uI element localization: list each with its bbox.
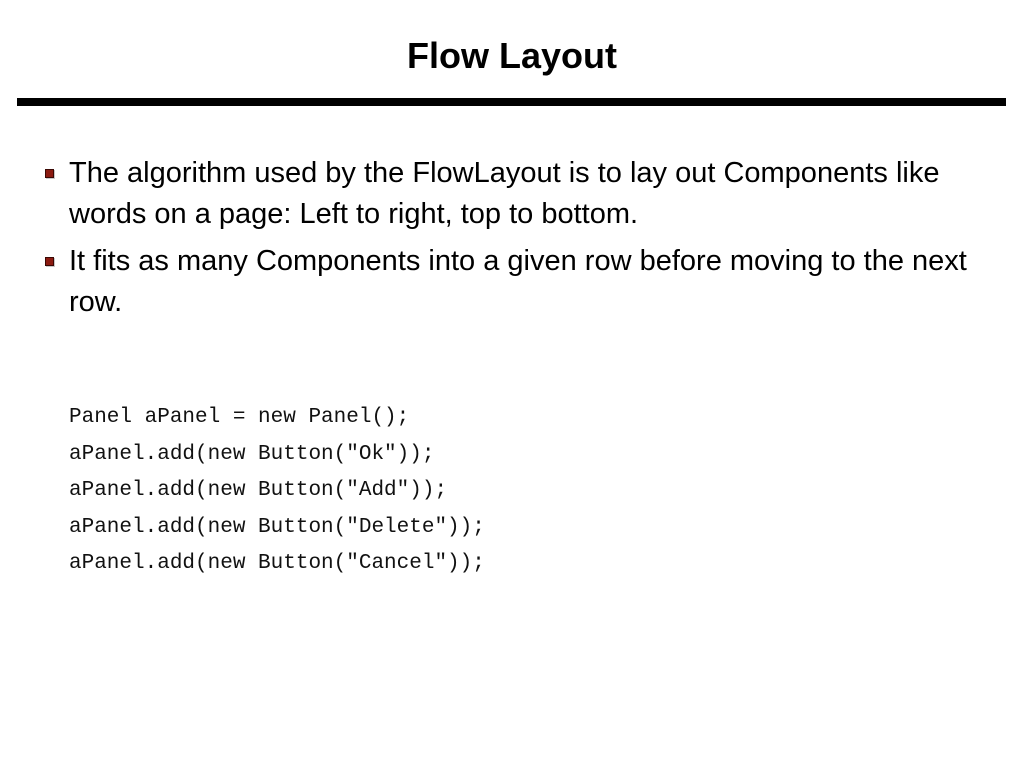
title-divider — [17, 98, 1006, 106]
code-line: Panel aPanel = new Panel(); — [69, 406, 410, 429]
code-block: Panel aPanel = new Panel(); aPanel.add(n… — [69, 400, 485, 583]
square-bullet-icon — [45, 169, 54, 178]
bullet-item: The algorithm used by the FlowLayout is … — [0, 153, 1024, 235]
code-line: aPanel.add(new Button("Delete")); — [69, 515, 485, 539]
bullet-text: The algorithm used by the FlowLayout is … — [69, 157, 940, 230]
bullet-list: The algorithm used by the FlowLayout is … — [0, 153, 1024, 329]
code-line: aPanel.add(new Button("Add")); — [69, 479, 448, 502]
bullet-text: It fits as many Components into a given … — [69, 245, 967, 318]
code-line: aPanel.add(new Button("Cancel")); — [69, 552, 485, 575]
square-bullet-icon — [45, 257, 54, 266]
slide-title: Flow Layout — [407, 35, 617, 76]
code-line: aPanel.add(new Button("Ok")); — [69, 442, 435, 466]
bullet-item: It fits as many Components into a given … — [0, 241, 1024, 323]
